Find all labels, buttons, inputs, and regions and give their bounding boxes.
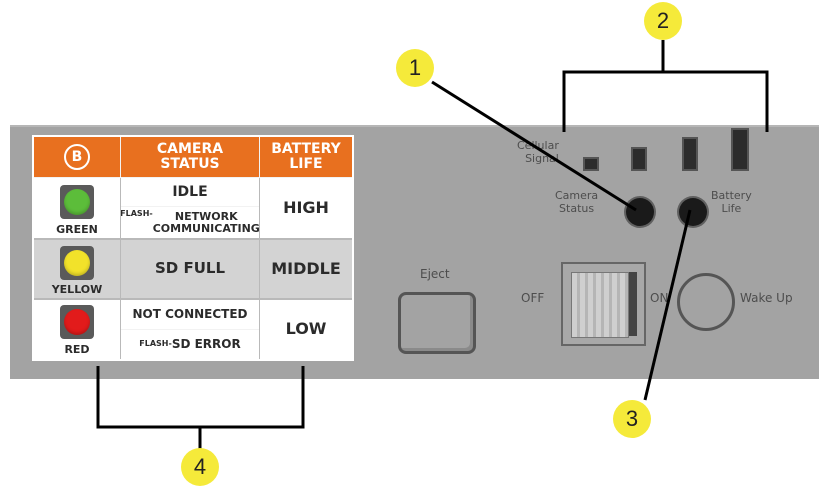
red-lamp-icon <box>64 309 90 335</box>
green-lamp-icon <box>64 189 90 215</box>
column-divider <box>259 178 260 359</box>
wake-up-label: Wake Up <box>740 291 793 305</box>
callout-badge-4: 4 <box>181 448 219 486</box>
red-label: RED <box>64 343 90 356</box>
eject-button[interactable] <box>398 292 476 354</box>
sd-error-text: SD ERROR <box>171 337 241 352</box>
not-connected-status: NOT CONNECTED <box>121 300 259 329</box>
brand-logo-icon: B <box>64 144 90 170</box>
yellow-label: YELLOW <box>51 283 103 296</box>
wake-up-button[interactable] <box>677 273 735 331</box>
signal-bar-1 <box>583 157 599 171</box>
battery-middle: MIDDLE <box>260 240 352 298</box>
power-switch[interactable] <box>561 262 646 346</box>
network-communicating-text: NETWORK COMMUNICATING <box>152 209 260 235</box>
callout-2-bracket <box>562 70 769 132</box>
flash-prefix: FLASH- <box>120 209 153 218</box>
green-label: GREEN <box>56 223 98 236</box>
power-switch-slot <box>629 272 637 336</box>
power-switch-slider[interactable] <box>571 272 629 338</box>
camera-status-indicator[interactable] <box>626 198 654 226</box>
callout-1-line <box>431 80 637 212</box>
camera-status-label: Camera Status <box>555 189 599 215</box>
yellow-lamp-icon <box>64 250 90 276</box>
brand-logo-letter: B <box>71 148 83 165</box>
row-divider <box>34 238 352 240</box>
network-communicating-status: FLASH- NETWORK COMMUNICATING <box>120 207 260 238</box>
idle-status: IDLE <box>121 178 259 206</box>
column-divider <box>120 178 121 359</box>
sd-error-status: FLASH- SD ERROR <box>121 330 259 359</box>
camera-status-header: CAMERA STATUS <box>121 137 259 177</box>
battery-life-label: Battery Life <box>711 189 752 215</box>
signal-bar-4 <box>731 128 749 171</box>
callout-3-line <box>643 209 692 401</box>
callout-4-bracket <box>96 366 305 429</box>
callout-badge-2: 2 <box>644 2 682 40</box>
brand-header-cell: B <box>34 137 120 177</box>
status-legend-table: B CAMERA STATUS BATTERY LIFE GREEN IDLE … <box>32 135 354 361</box>
callout-badge-3: 3 <box>613 400 651 438</box>
callout-badge-1: 1 <box>396 49 434 87</box>
battery-life-header: BATTERY LIFE <box>260 137 352 177</box>
signal-bar-3 <box>682 137 698 171</box>
row-divider <box>34 298 352 300</box>
battery-low: LOW <box>260 300 352 359</box>
on-label: ON <box>650 291 669 305</box>
off-label: OFF <box>521 291 545 305</box>
sd-full-status: SD FULL <box>121 240 259 298</box>
battery-high: HIGH <box>260 178 352 238</box>
signal-bar-2 <box>631 147 647 171</box>
battery-life-indicator[interactable] <box>679 198 707 226</box>
eject-label: Eject <box>420 267 450 281</box>
flash-prefix: FLASH- <box>139 339 172 349</box>
